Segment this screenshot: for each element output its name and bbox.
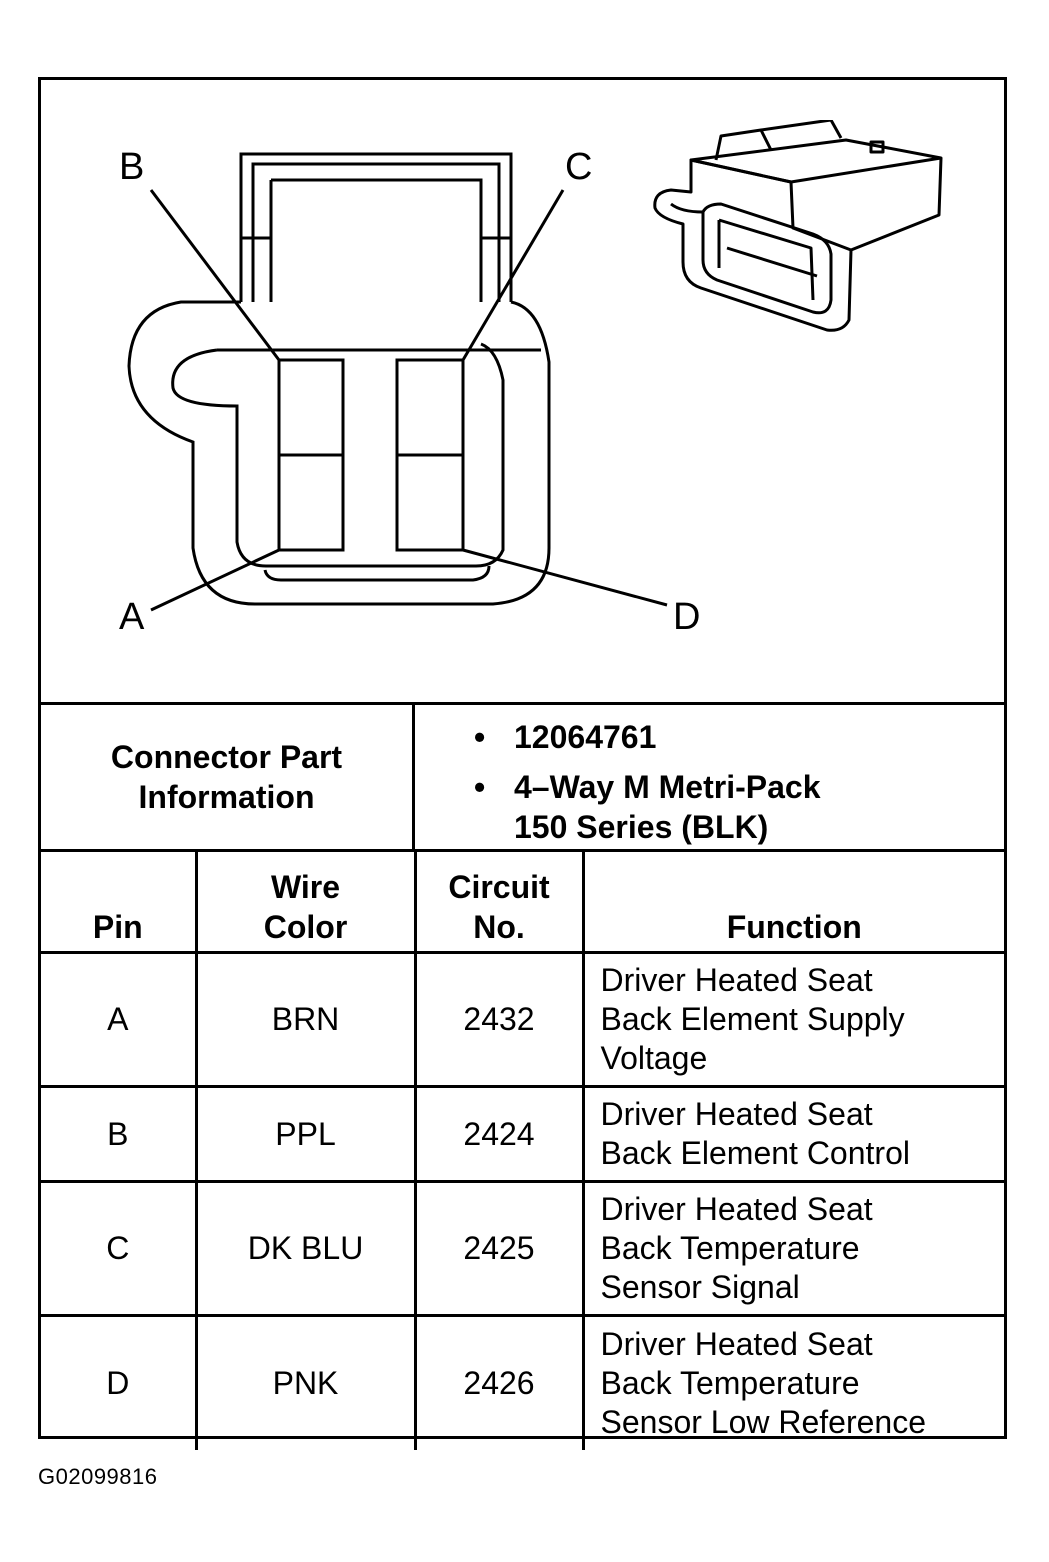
pin-label-b: B (119, 146, 145, 188)
circuit-cell: 2425 (413, 1180, 585, 1317)
connector-info-heading: Connector Part Information (41, 705, 415, 849)
pinout-table: Pin Wire Color Circuit No. Function A BR… (41, 852, 1004, 1450)
header-circuit-no: Circuit No. (413, 852, 585, 954)
pin-label-d: D (673, 596, 701, 638)
header-wire-color: Wire Color (194, 852, 417, 954)
connector-figure: B C A D Connector Part Information 12064… (38, 77, 1007, 1450)
function-cell: Driver Heated Seat Back Temperature Sens… (581, 1314, 1004, 1450)
function-cell: Driver Heated Seat Back Temperature Sens… (581, 1180, 1004, 1317)
pin-cell: C (41, 1180, 198, 1317)
circuit-cell: 2432 (413, 951, 585, 1088)
table-header-row: Pin Wire Color Circuit No. Function (41, 852, 1004, 954)
connector-isometric-drawing (653, 120, 943, 332)
wire-color-cell: DK BLU (194, 1180, 417, 1317)
connector-diagram: B C A D (41, 80, 1004, 702)
header-pin: Pin (41, 852, 198, 954)
wire-color-cell: PNK (194, 1314, 417, 1450)
table-row: B PPL 2424 Driver Heated Seat Back Eleme… (41, 1085, 1004, 1183)
connector-part-info: Connector Part Information 12064761 4–Wa… (41, 702, 1004, 852)
figure-code: G02099816 (38, 1464, 158, 1489)
pin-cell: D (41, 1314, 198, 1450)
connector-type: 4–Way M Metri-Pack 150 Series (BLK) (474, 767, 820, 847)
pin-cell: A (41, 951, 198, 1088)
circuit-cell: 2424 (413, 1085, 585, 1183)
pin-label-a: A (119, 596, 145, 638)
wire-color-cell: BRN (194, 951, 417, 1088)
pin-label-c: C (565, 146, 593, 188)
header-function: Function (581, 852, 1004, 954)
circuit-cell: 2426 (413, 1314, 585, 1450)
pin-cell: B (41, 1085, 198, 1183)
table-row: D PNK 2426 Driver Heated Seat Back Tempe… (41, 1314, 1004, 1450)
function-cell: Driver Heated Seat Back Element Supply V… (581, 951, 1004, 1088)
table-row: C DK BLU 2425 Driver Heated Seat Back Te… (41, 1180, 1004, 1317)
wire-color-cell: PPL (194, 1085, 417, 1183)
table-row: A BRN 2432 Driver Heated Seat Back Eleme… (41, 951, 1004, 1088)
part-number: 12064761 (474, 717, 820, 757)
connector-face-drawing (127, 152, 668, 612)
function-cell: Driver Heated Seat Back Element Control (581, 1085, 1004, 1183)
connector-info-list: 12064761 4–Way M Metri-Pack 150 Series (… (474, 717, 820, 857)
